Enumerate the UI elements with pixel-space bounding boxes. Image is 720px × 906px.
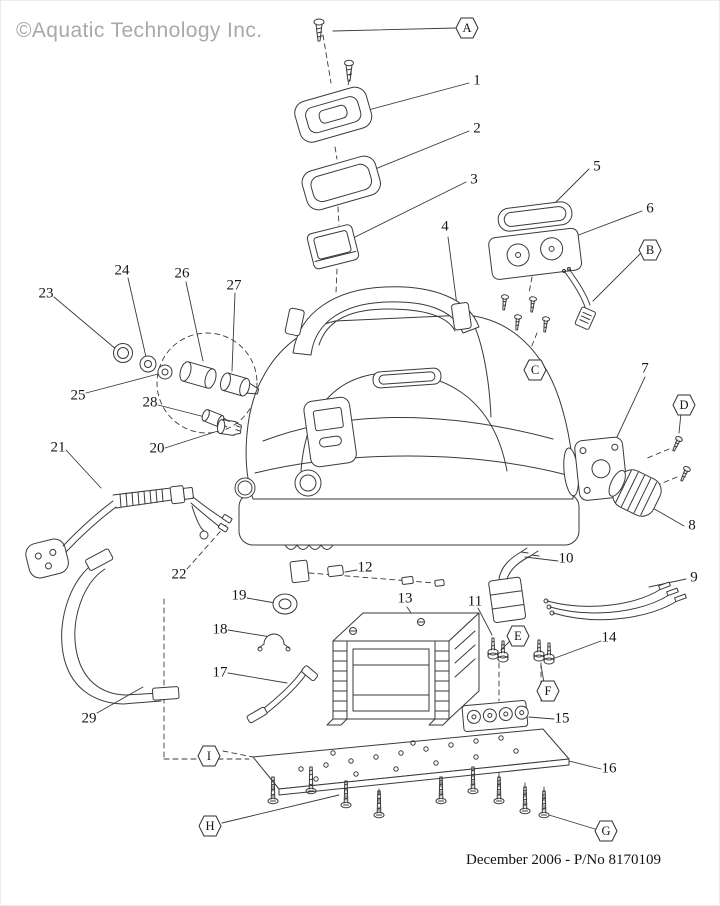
part-callout-18: 18 [212, 621, 228, 638]
ref-letter: C [530, 362, 540, 377]
part-callout-11: 11 [467, 593, 483, 610]
ref-letter: B [645, 242, 655, 257]
part-callout-20: 20 [149, 440, 165, 457]
hexagon-icon [197, 745, 221, 767]
part-callout-25: 25 [70, 387, 86, 404]
hexagon-icon [672, 394, 696, 416]
footer-revision-note: December 2006 - P/No 8170109 [466, 852, 661, 868]
part-callout-12: 12 [357, 559, 373, 576]
part-callout-21: 21 [50, 439, 66, 456]
top-screws [313, 18, 354, 82]
part-callout-19: 19 [231, 587, 247, 604]
ref-letter: A [462, 20, 472, 35]
part-callout-27: 27 [226, 277, 242, 294]
hexagon-icon [594, 820, 618, 842]
part-callout-5: 5 [593, 158, 601, 175]
ref-letter: G [601, 823, 611, 838]
part-callout-3: 3 [470, 171, 478, 188]
ref-letter: E [514, 628, 522, 643]
ref-letter: H [205, 818, 215, 833]
ref-letter: I [206, 748, 212, 763]
ref-callout-D: D [672, 394, 696, 416]
ref-callout-B: B [638, 239, 662, 261]
ref-letter: D [679, 397, 689, 412]
ref-callout-F: F [536, 680, 560, 702]
part-callout-15: 15 [554, 710, 570, 727]
hexagon-icon [198, 815, 222, 837]
part-callout-28: 28 [142, 394, 158, 411]
hexagon-icon [455, 17, 479, 39]
part-callout-22: 22 [171, 566, 187, 583]
part-callout-9: 9 [690, 569, 698, 586]
ref-callout-I: I [197, 745, 221, 767]
part-callout-2: 2 [473, 120, 481, 137]
watermark: ©Aquatic Technology Inc. [16, 19, 263, 42]
part-callout-14: 14 [601, 629, 617, 646]
hexagon-icon [638, 239, 662, 261]
part-callout-4: 4 [441, 218, 449, 235]
part-callout-17: 17 [212, 664, 228, 681]
ref-letter: F [544, 683, 552, 698]
ref-callout-G: G [594, 820, 618, 842]
ref-callout-C: C [523, 359, 547, 381]
hexagon-icon [523, 359, 547, 381]
part-callout-13: 13 [397, 590, 413, 607]
hexagon-icon [506, 625, 530, 647]
ref-callout-H: H [198, 815, 222, 837]
part-callout-26: 26 [174, 265, 190, 282]
part-callout-16: 16 [601, 760, 617, 777]
part-callout-1: 1 [473, 72, 481, 89]
hexagon-icon [536, 680, 560, 702]
ref-callout-E: E [506, 625, 530, 647]
ref-callout-A: A [455, 17, 479, 39]
part-callout-8: 8 [688, 517, 696, 534]
part-callout-6: 6 [646, 200, 654, 217]
part-callout-10: 10 [558, 550, 574, 567]
part-callout-7: 7 [641, 360, 649, 377]
part-callout-23: 23 [38, 285, 54, 302]
part-callout-24: 24 [114, 262, 130, 279]
part-callout-29: 29 [81, 710, 97, 727]
